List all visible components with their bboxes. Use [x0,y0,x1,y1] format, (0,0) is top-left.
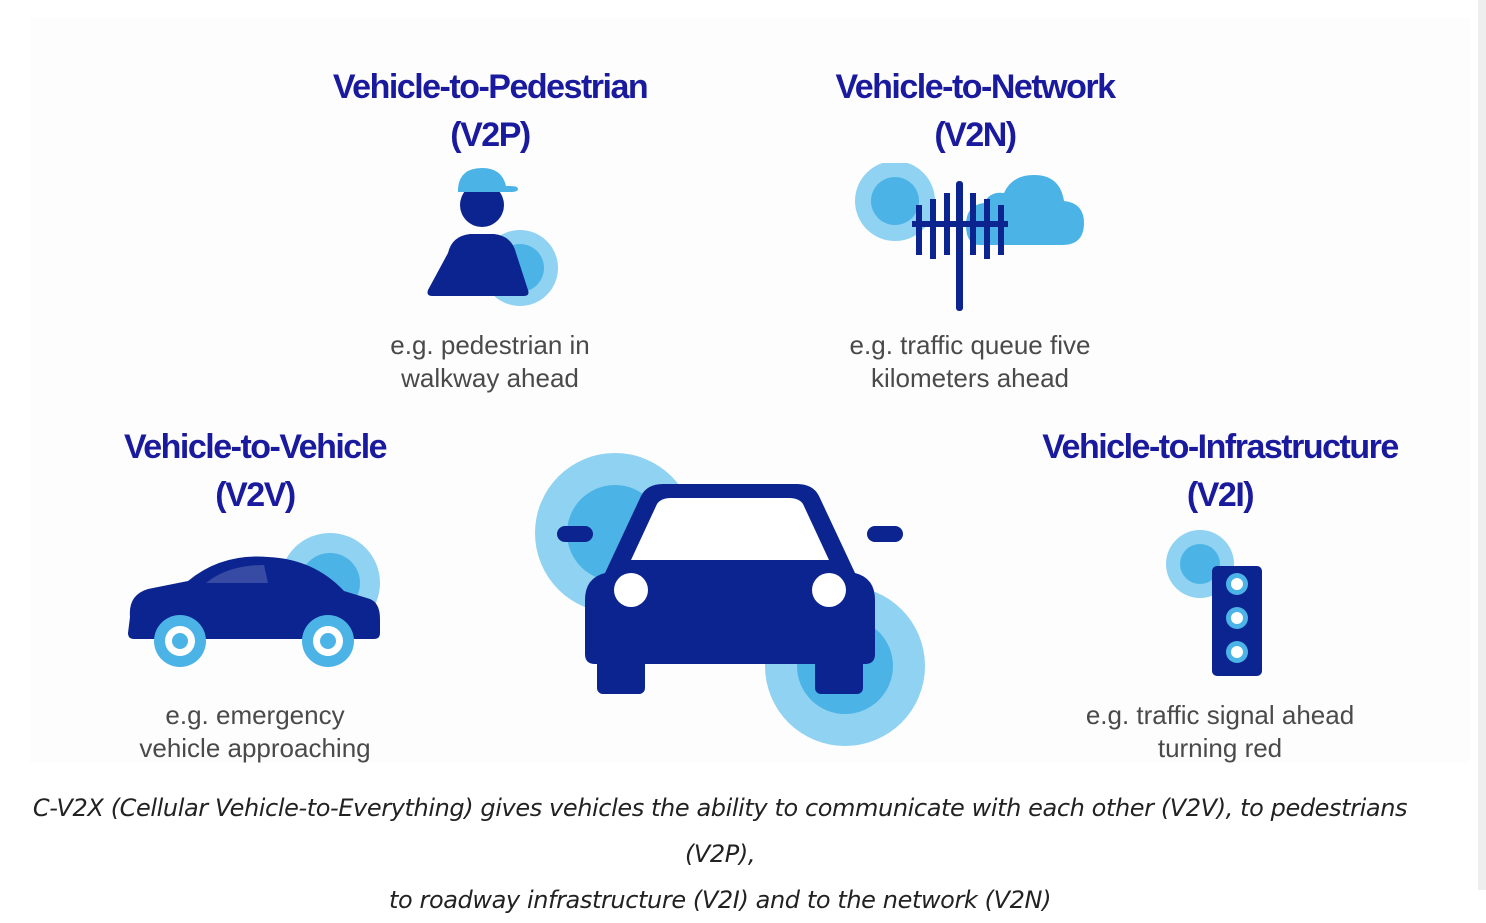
v2n-title-line1: Vehicle-to-Network [835,68,1116,106]
front-car-icon [535,453,925,746]
v2p-example-line1: e.g. pedestrian in [390,330,590,360]
v2p-example-line2: walkway ahead [401,363,579,393]
v2v-example: e.g. emergency vehicle approaching [90,699,420,765]
side-car-icon [128,533,380,667]
caption-line1: C-V2X (Cellular Vehicle-to-Everything) g… [32,794,1408,868]
v2v-title-line2: (V2V) [215,476,296,514]
v2i-example-line1: e.g. traffic signal ahead [1085,700,1355,730]
v2n-title: Vehicle-to-Network (V2N) [790,63,1160,159]
v2v-title: Vehicle-to-Vehicle (V2V) [90,423,420,519]
v2p-title-line1: Vehicle-to-Pedestrian [332,68,649,106]
v2n-title-line2: (V2N) [934,116,1017,154]
c-v2x-diagram: Vehicle-to-Pedestrian (V2P) e.g. pedestr… [30,18,1470,763]
v2i-example-line2: turning red [1157,733,1283,763]
v2i-title-line2: (V2I) [1186,476,1255,514]
v2p-title: Vehicle-to-Pedestrian (V2P) [280,63,700,159]
v2p-example: e.g. pedestrian in walkway ahead [330,329,650,395]
v2v-example-line2: vehicle approaching [139,733,371,763]
v2n-example: e.g. traffic queue five kilometers ahead [810,329,1130,395]
v2n-example-line2: kilometers ahead [871,363,1069,393]
caption-line2: to roadway infrastructure (V2I) and to t… [388,886,1052,914]
v2i-title-line1: Vehicle-to-Infrastructure [1042,428,1399,466]
pedestrian-icon [427,168,558,306]
v2v-title-line1: Vehicle-to-Vehicle [123,428,388,466]
figure-caption: C-V2X (Cellular Vehicle-to-Everything) g… [0,785,1440,923]
v2v-example-line1: e.g. emergency [165,700,345,730]
v2i-title: Vehicle-to-Infrastructure (V2I) [1020,423,1420,519]
v2i-example: e.g. traffic signal ahead turning red [1040,699,1400,765]
v2p-title-line2: (V2P) [450,116,531,154]
v2n-example-line1: e.g. traffic queue five [849,330,1091,360]
page-edge [1478,0,1486,890]
traffic-light-icon [1166,530,1262,676]
cell-tower-cloud-icon [855,163,1084,311]
